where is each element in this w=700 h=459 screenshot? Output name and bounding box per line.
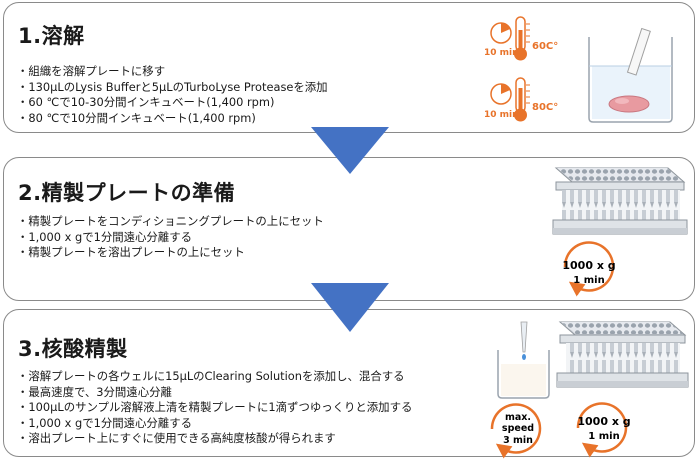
spin-max-time: 3 min: [503, 435, 533, 446]
step-2-bullet: ・精製プレートをコンディショニングプレートの上にセット: [17, 214, 324, 228]
spin-1000-time: 1 min: [588, 431, 619, 442]
centrifuge-2-speed: 1000 x g: [562, 259, 615, 272]
timer-1-temp: 60C°: [532, 41, 558, 52]
step-1-bullets: ・組織を溶解プレートに移す ・130μLのLysis Bufferと5μLのTu…: [17, 64, 328, 126]
spin-max-line2: speed: [502, 423, 534, 434]
timer-2-time: 10 min: [484, 110, 519, 120]
filter-plate-icon: [556, 321, 689, 388]
step-3-bullet: ・最高速度で、3分間遠心分離: [17, 384, 172, 399]
step-2-bullet: ・精製プレートを溶出プレートの上にセット: [17, 245, 245, 260]
pipette-icon: [497, 321, 550, 399]
down-arrow-1-icon: [311, 127, 389, 174]
step-1-panel: 1.溶解 ・組織を溶解プレートに移す ・130μLのLysis Bufferと5…: [3, 2, 695, 133]
down-arrow-2-icon: [311, 283, 389, 332]
step-2-bullets: ・精製プレートをコンディショニングプレートの上にセット ・1,000 x gで1…: [17, 214, 324, 261]
step-3-bullets: ・溶解プレートの各ウェルに15μLのClearing Solutionを添加し、…: [17, 369, 412, 447]
step-2-bullet: ・1,000 x gで1分間遠心分離する: [17, 229, 192, 244]
timer-2-temp: 80C°: [532, 102, 558, 113]
step-3-bullet: ・100μLのサンプル溶解液上清を精製プレートに1滴ずつゆっくりと添加する: [17, 400, 413, 415]
timer-1-time: 10 min: [484, 48, 519, 58]
spin-1000-speed: 1000 x g: [577, 415, 630, 428]
step-1-bullet: ・60 ℃で10-30分間インキュベート(1,400 rpm): [17, 95, 275, 110]
step-3-bullet: ・溶解プレートの各ウェルに15μLのClearing Solutionを添加し、…: [17, 369, 405, 383]
centrifuge-2-time: 1 min: [573, 275, 604, 286]
thermometer-timer-icon: 10 min 60C°: [484, 16, 558, 61]
step-1-bullet: ・130μLのLysis Bufferと5μLのTurboLyse Protea…: [17, 79, 328, 94]
filter-plate-icon: [552, 167, 688, 235]
step-3-title: 3.核酸精製: [18, 337, 128, 361]
centrifuge-icon: 1000 x g 1 min: [562, 241, 616, 297]
step-3-bullet: ・1,000 x gで1分間遠心分離する: [17, 415, 192, 430]
centrifuge-icon: 1000 x g 1 min: [576, 402, 631, 458]
thermometer-timer-icon: 10 min 80C°: [484, 77, 558, 122]
step-2-title: 2.精製プレートの準備: [18, 181, 236, 205]
step-3-bullet: ・溶出プレート上にすぐに使用できる高純度核酸が得られます: [17, 431, 336, 446]
spin-max-line1: max.: [505, 412, 531, 423]
beaker-tissue-icon: [588, 27, 673, 123]
centrifuge-icon: max. speed 3 min: [490, 403, 542, 459]
step-1-title: 1.溶解: [18, 24, 85, 48]
step-1-bullet: ・組織を溶解プレートに移す: [17, 64, 166, 78]
step-1-bullet: ・80 ℃で10分間インキュベート(1,400 rpm): [17, 110, 256, 125]
